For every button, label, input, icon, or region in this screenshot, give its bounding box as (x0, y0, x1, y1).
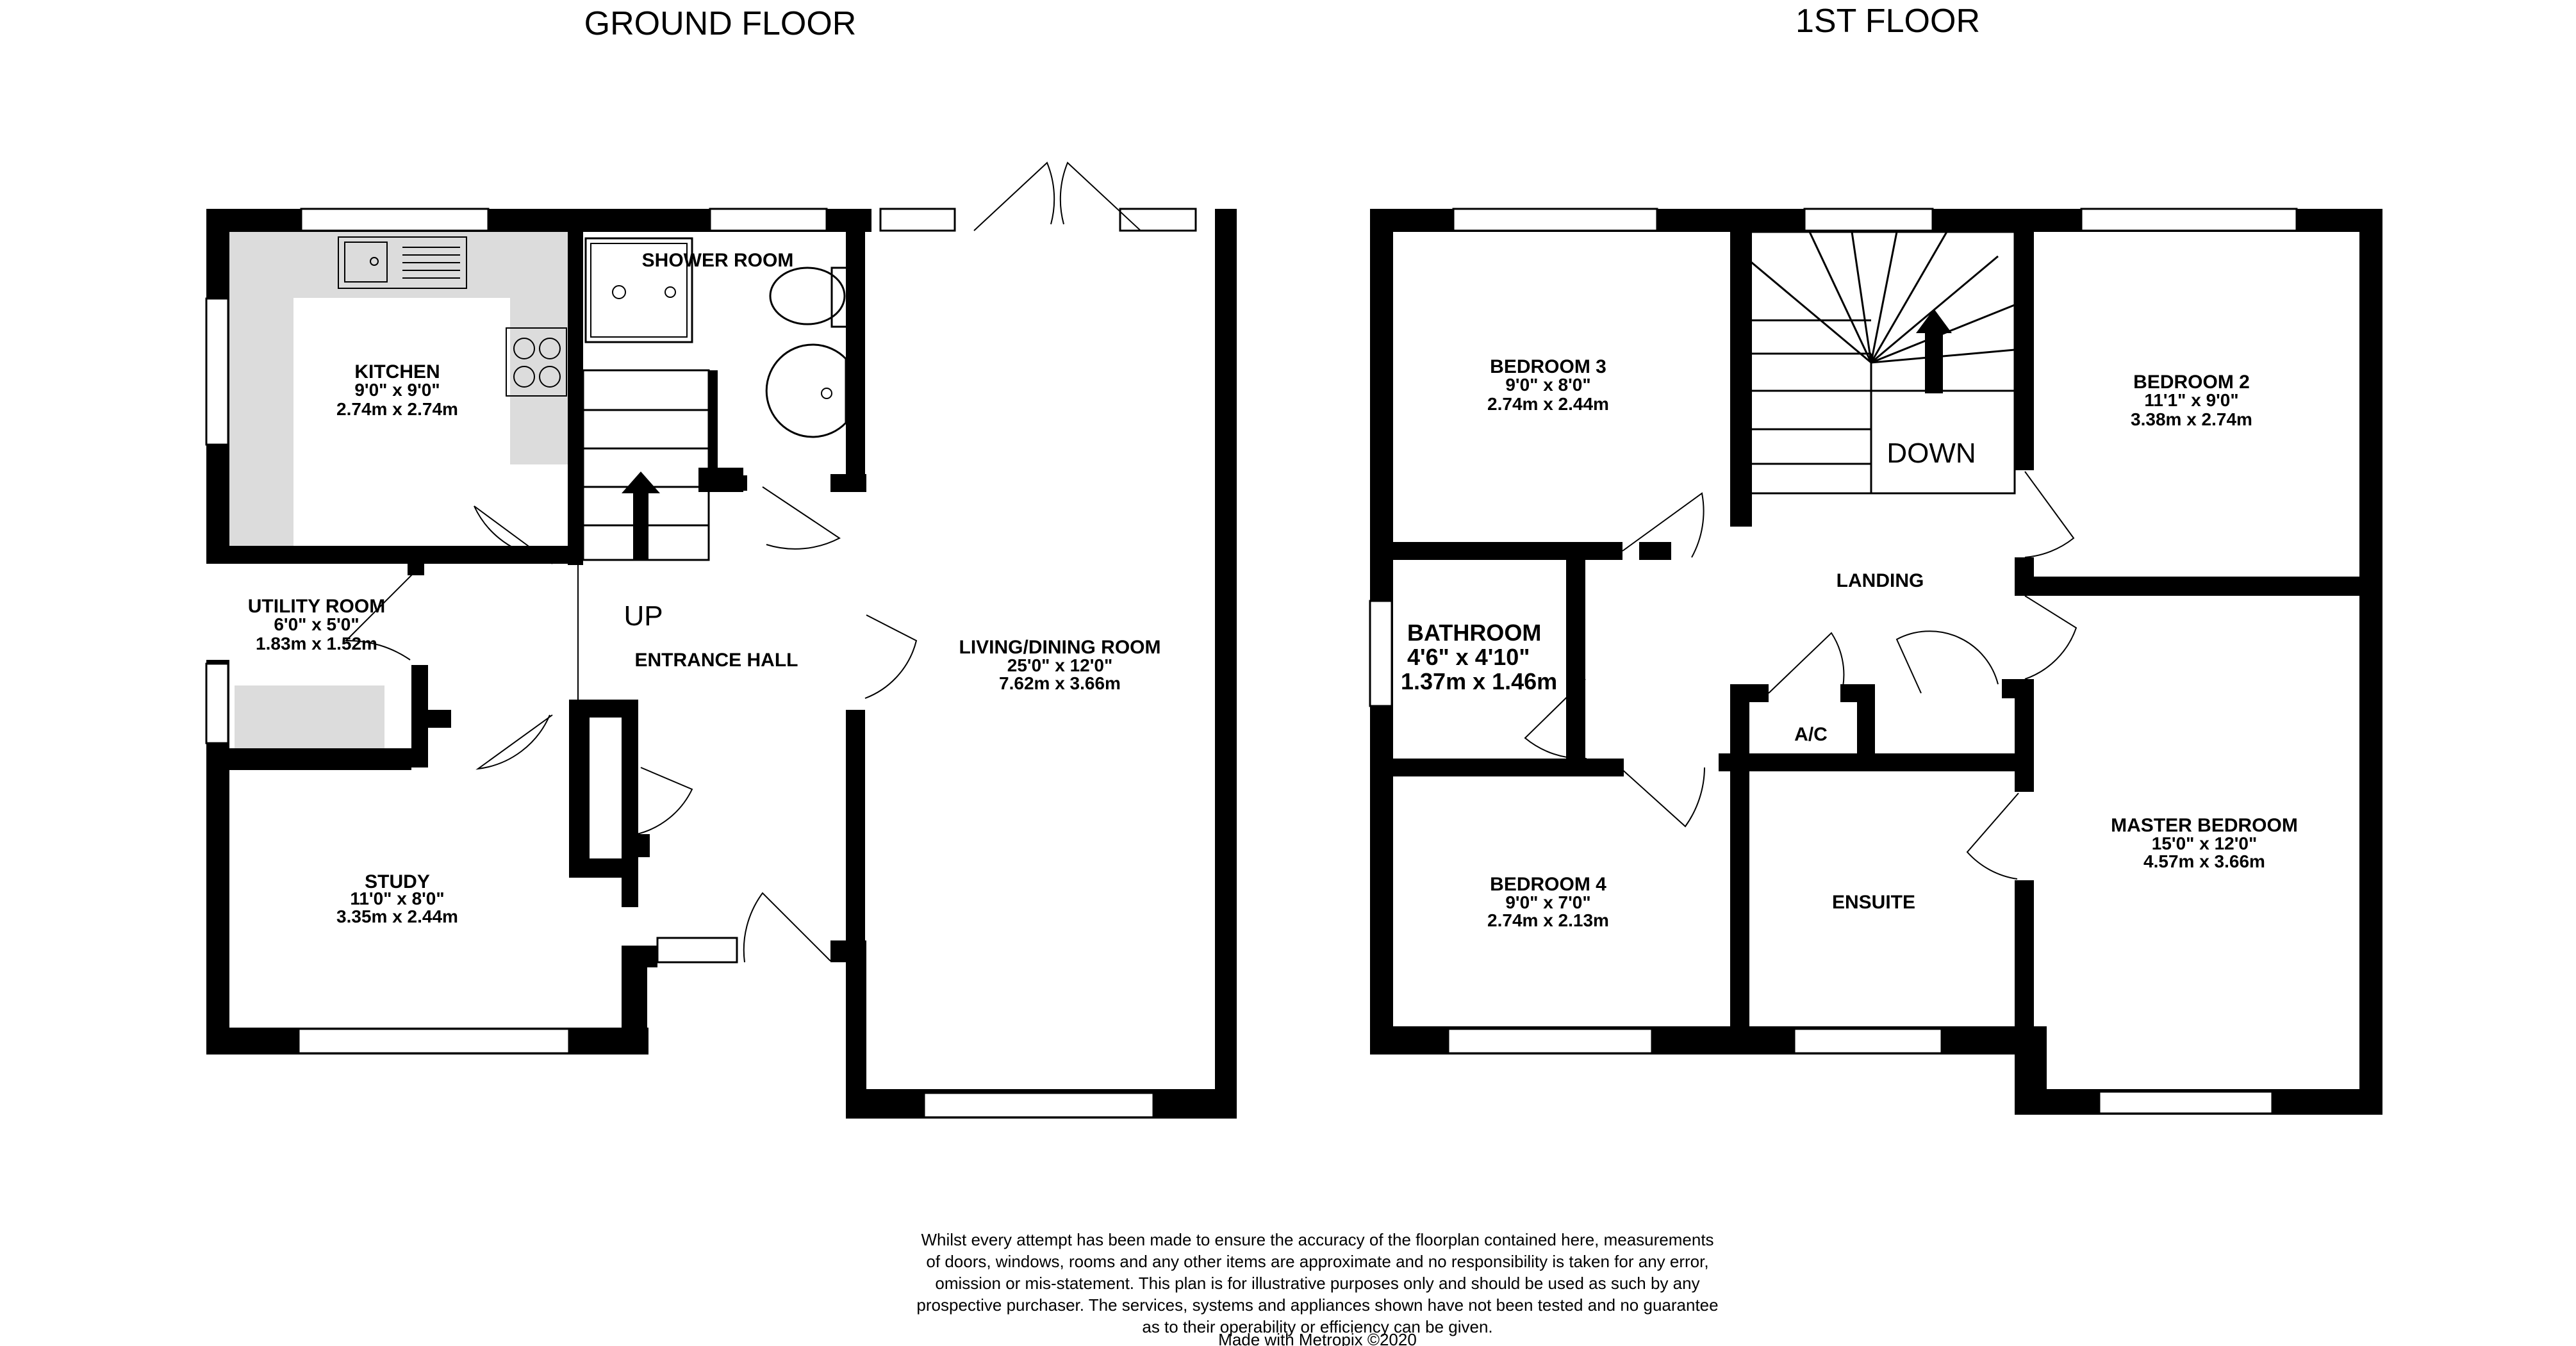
master-bedroom-name: MASTER BEDROOM (2111, 815, 2298, 836)
kitchen-name: KITCHEN (354, 361, 440, 382)
study-metric: 3.35m x 2.44m (336, 907, 458, 926)
staircase-down (1735, 231, 2016, 495)
bedroom-2-name: BEDROOM 2 (2133, 372, 2250, 393)
bedroom-4-imperial: 9'0" x 7'0" (1505, 892, 1590, 912)
first-floor-plan (1369, 208, 2382, 1115)
kitchen-sink-icon (338, 236, 467, 289)
shower-room-name: SHOWER ROOM (642, 250, 794, 271)
shower-tray-icon (584, 237, 693, 343)
french-doors (973, 161, 1141, 231)
master-bedroom-imperial: 15'0" x 12'0" (2152, 833, 2257, 853)
master-bedroom-label: MASTER BEDROOM 15'0" x 12'0" 4.57m x 3.6… (2111, 815, 2298, 871)
utility-room-metric: 1.83m x 1.52m (256, 634, 377, 653)
ground-floor-windows (205, 208, 1197, 1119)
master-bedroom-metric: 4.57m x 3.66m (2143, 851, 2265, 871)
living-room-metric: 7.62m x 3.66m (999, 673, 1121, 693)
ground-floor-plan (205, 161, 1237, 1119)
bedroom-4-name: BEDROOM 4 (1490, 874, 1606, 895)
ground-floor-doors (344, 486, 918, 963)
study-name: STUDY (365, 871, 430, 892)
bathroom-name: BATHROOM (1407, 620, 1541, 646)
stairs-down-label: DOWN (1887, 438, 1976, 469)
disclaimer-line: as to their operability or efficiency ca… (1142, 1317, 1492, 1336)
first-floor-doors (1524, 471, 2077, 880)
kitchen-hob-icon (506, 327, 567, 397)
disclaimer-line: prospective purchaser. The services, sys… (916, 1295, 1718, 1315)
utility-counter (235, 685, 384, 752)
utility-room-imperial: 6'0" x 5'0" (274, 614, 359, 634)
first-floor-windows (1369, 208, 2298, 1115)
bathroom-imperial: 4'6" x 4'10" (1407, 644, 1530, 670)
bedroom-3-name: BEDROOM 3 (1490, 356, 1606, 377)
ensuite-name: ENSUITE (1832, 892, 1915, 913)
landing-name: LANDING (1837, 570, 1924, 591)
bedroom-3-label: BEDROOM 3 9'0" x 8'0" 2.74m x 2.44m (1487, 356, 1609, 414)
utility-room-name: UTILITY ROOM (248, 596, 385, 617)
toilet-icon (769, 267, 852, 328)
disclaimer: Whilst every attempt has been made to en… (916, 1230, 1718, 1346)
disclaimer-credit: Made with Metropix ©2020 (1218, 1330, 1417, 1346)
basin-icon (765, 343, 847, 438)
kitchen-imperial: 9'0" x 9'0" (354, 380, 440, 400)
stairs-up-label: UP (623, 600, 663, 632)
disclaimer-line: Whilst every attempt has been made to en… (921, 1230, 1713, 1249)
living-room-label: LIVING/DINING ROOM 25'0" x 12'0" 7.62m x… (959, 637, 1161, 693)
kitchen-metric: 2.74m x 2.74m (336, 399, 458, 419)
ac-cupboard-name: A/C (1794, 724, 1828, 745)
bathroom-metric: 1.37m x 1.46m (1401, 668, 1557, 694)
bedroom-2-metric: 3.38m x 2.74m (2131, 409, 2252, 429)
stairs-arrow-icon (1916, 309, 1952, 393)
entrance-hall-name: ENTRANCE HALL (635, 650, 798, 671)
disclaimer-line: omission or mis-statement. This plan is … (935, 1274, 1699, 1293)
stairs-arrow-icon (622, 472, 660, 560)
kitchen-label: KITCHEN 9'0" x 9'0" 2.74m x 2.74m (336, 361, 458, 419)
bedroom-2-label: BEDROOM 2 11'1" x 9'0" 3.38m x 2.74m (2131, 372, 2252, 429)
bedroom-4-metric: 2.74m x 2.13m (1487, 910, 1609, 930)
study-label: STUDY 11'0" x 8'0" 3.35m x 2.44m (336, 871, 458, 926)
disclaimer-line: of doors, windows, rooms and any other i… (926, 1252, 1708, 1271)
utility-room-label: UTILITY ROOM 6'0" x 5'0" 1.83m x 1.52m (248, 596, 385, 653)
bedroom-4-label: BEDROOM 4 9'0" x 7'0" 2.74m x 2.13m (1487, 874, 1609, 930)
living-room-name: LIVING/DINING ROOM (959, 637, 1161, 658)
living-room-imperial: 25'0" x 12'0" (1007, 655, 1112, 675)
kitchen-counter (228, 232, 568, 546)
study-imperial: 11'0" x 8'0" (350, 889, 444, 908)
bathroom-label: BATHROOM 4'6" x 4'10" 1.37m x 1.46m (1401, 620, 1557, 694)
ground-floor-title: GROUND FLOOR (584, 5, 857, 42)
bedroom-3-metric: 2.74m x 2.44m (1487, 394, 1609, 414)
first-floor-walls (1370, 209, 2382, 1115)
bedroom-3-imperial: 9'0" x 8'0" (1505, 375, 1590, 395)
bedroom-2-imperial: 11'1" x 9'0" (2144, 390, 2238, 410)
staircase-up (582, 369, 710, 561)
first-floor-title: 1ST FLOOR (1796, 3, 1980, 40)
